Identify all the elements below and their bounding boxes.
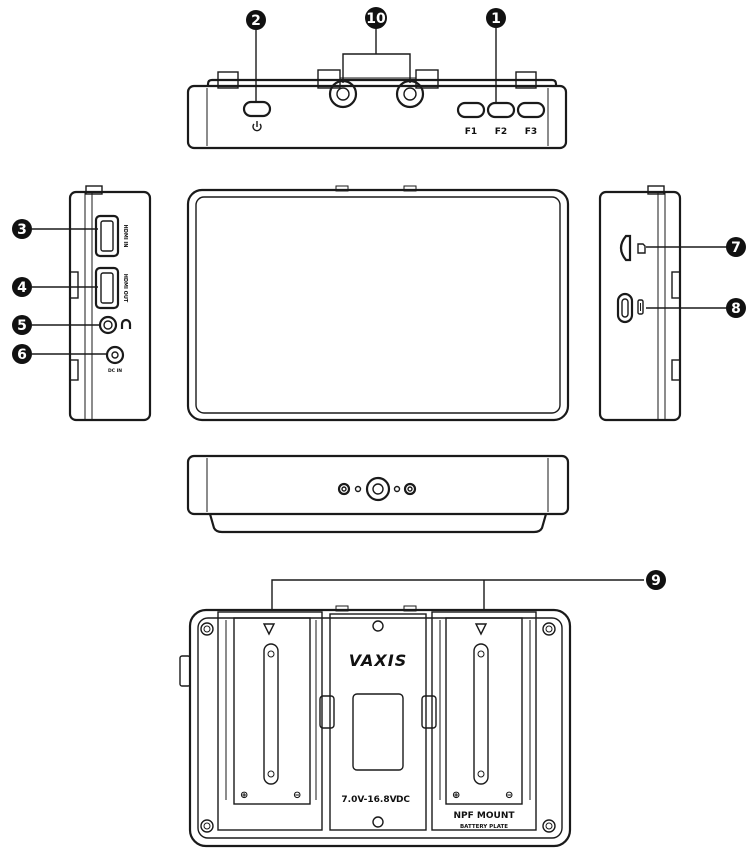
battery-slot-left: ⊕ ⊖ bbox=[217, 611, 323, 831]
battery-slot-right: ⊕ ⊖ NPF MOUNT BATTERY PLATE bbox=[431, 611, 537, 831]
screen bbox=[195, 196, 561, 414]
svg-text:9: 9 bbox=[651, 573, 661, 589]
left-side-view: HDMI IN HDMI OUT DC IN bbox=[68, 185, 152, 422]
front-view bbox=[186, 185, 570, 422]
svg-text:6: 6 bbox=[17, 347, 27, 363]
hdmi-in-label: HDMI IN bbox=[122, 225, 128, 248]
callout-10: 10 bbox=[365, 7, 387, 29]
hdmi-out-label: HDMI OUT bbox=[122, 274, 128, 303]
headphone-icon bbox=[120, 318, 132, 329]
dc-in-port bbox=[105, 345, 125, 365]
svg-text:⊖: ⊖ bbox=[505, 790, 513, 801]
leader-lines bbox=[32, 24, 736, 610]
usb-c-port bbox=[616, 292, 634, 324]
callout-6: 6 bbox=[12, 344, 32, 364]
right-side-view bbox=[598, 185, 682, 422]
power-icon bbox=[252, 121, 262, 132]
center-plate: VAXIS 7.0V-16.8V DC bbox=[319, 613, 437, 831]
f3-button bbox=[516, 101, 546, 119]
back-view: ⊕ ⊖ VAXIS 7.0V-16.8V DC ⊕ ⊖ bbox=[179, 605, 572, 848]
svg-text:5: 5 bbox=[17, 318, 27, 334]
callout-2: 2 bbox=[246, 10, 266, 30]
bottom-view bbox=[186, 454, 570, 534]
f1-label: F1 bbox=[465, 127, 477, 137]
svg-text:2: 2 bbox=[251, 13, 261, 29]
svg-text:7: 7 bbox=[731, 240, 741, 256]
mount-label: NPF MOUNT bbox=[454, 811, 516, 821]
callout-1: 1 bbox=[486, 8, 506, 28]
svg-text:4: 4 bbox=[17, 280, 27, 296]
callout-9: 9 bbox=[646, 570, 666, 590]
svg-text:10: 10 bbox=[366, 11, 386, 27]
svg-text:8: 8 bbox=[731, 301, 741, 317]
headphone-jack bbox=[98, 315, 118, 335]
dc-in-label: DC IN bbox=[108, 368, 122, 374]
bottom-mount-hole bbox=[365, 476, 391, 502]
svg-text:⊕: ⊕ bbox=[452, 790, 460, 801]
callout-3: 3 bbox=[12, 219, 32, 239]
svg-text:1: 1 bbox=[491, 11, 501, 27]
top-view: F1 F2 F3 bbox=[186, 69, 568, 150]
voltage-label: 7.0V-16.8V bbox=[341, 795, 396, 805]
power-button bbox=[242, 100, 272, 118]
svg-text:⊖: ⊖ bbox=[293, 790, 301, 801]
hdmi-in-port bbox=[94, 214, 120, 258]
svg-text:3: 3 bbox=[17, 222, 27, 238]
f2-button bbox=[486, 101, 516, 119]
svg-text:⊕: ⊕ bbox=[240, 790, 248, 801]
dc-label: DC bbox=[396, 795, 410, 805]
f1-button bbox=[456, 101, 486, 119]
hdmi-out-port bbox=[94, 266, 120, 310]
callout-8: 8 bbox=[726, 298, 746, 318]
usb-c-icon bbox=[637, 299, 644, 315]
f2-label: F2 bbox=[495, 127, 507, 137]
sd-card-icon bbox=[637, 243, 646, 254]
callout-4: 4 bbox=[12, 277, 32, 297]
callout-7: 7 bbox=[726, 237, 746, 257]
brand-logo: VAXIS bbox=[349, 651, 408, 670]
plate-label: BATTERY PLATE bbox=[460, 824, 508, 830]
callout-5: 5 bbox=[12, 315, 32, 335]
sd-card-slot bbox=[619, 234, 632, 262]
f3-label: F3 bbox=[525, 127, 537, 137]
